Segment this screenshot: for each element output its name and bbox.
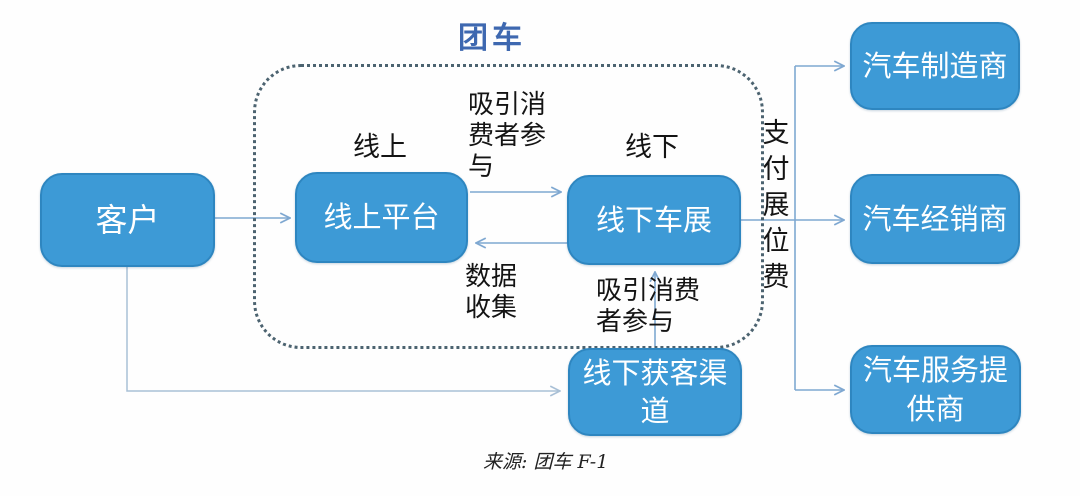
node-auto-dealer: 汽车经销商 xyxy=(850,174,1020,264)
node-customer: 客户 xyxy=(40,173,215,267)
label-pay-booth-fee: 支付展位费 xyxy=(762,118,790,293)
node-auto-service-provider: 汽车服务提供商 xyxy=(850,345,1021,434)
node-offline-auto-show: 线下车展 xyxy=(567,175,741,265)
source-citation: 来源: 团车 F-1 xyxy=(483,451,609,473)
label-data-collection: 数据收集 xyxy=(465,262,518,323)
node-online-platform: 线上平台 xyxy=(295,172,468,263)
label-offline: 线下 xyxy=(625,132,679,163)
label-online: 线上 xyxy=(353,132,407,163)
tuanche-boundary-box xyxy=(253,64,764,349)
label-attract-consumers-top: 吸引消费者参与 xyxy=(468,90,547,182)
arrow-customer-to-acquisition xyxy=(126,267,560,391)
diagram-title: 团车 xyxy=(458,21,526,56)
node-auto-manufacturer: 汽车制造商 xyxy=(850,22,1020,110)
node-offline-acquisition-channel: 线下获客渠道 xyxy=(568,348,742,436)
label-attract-consumers-bottom: 吸引消费者参与 xyxy=(596,276,701,337)
